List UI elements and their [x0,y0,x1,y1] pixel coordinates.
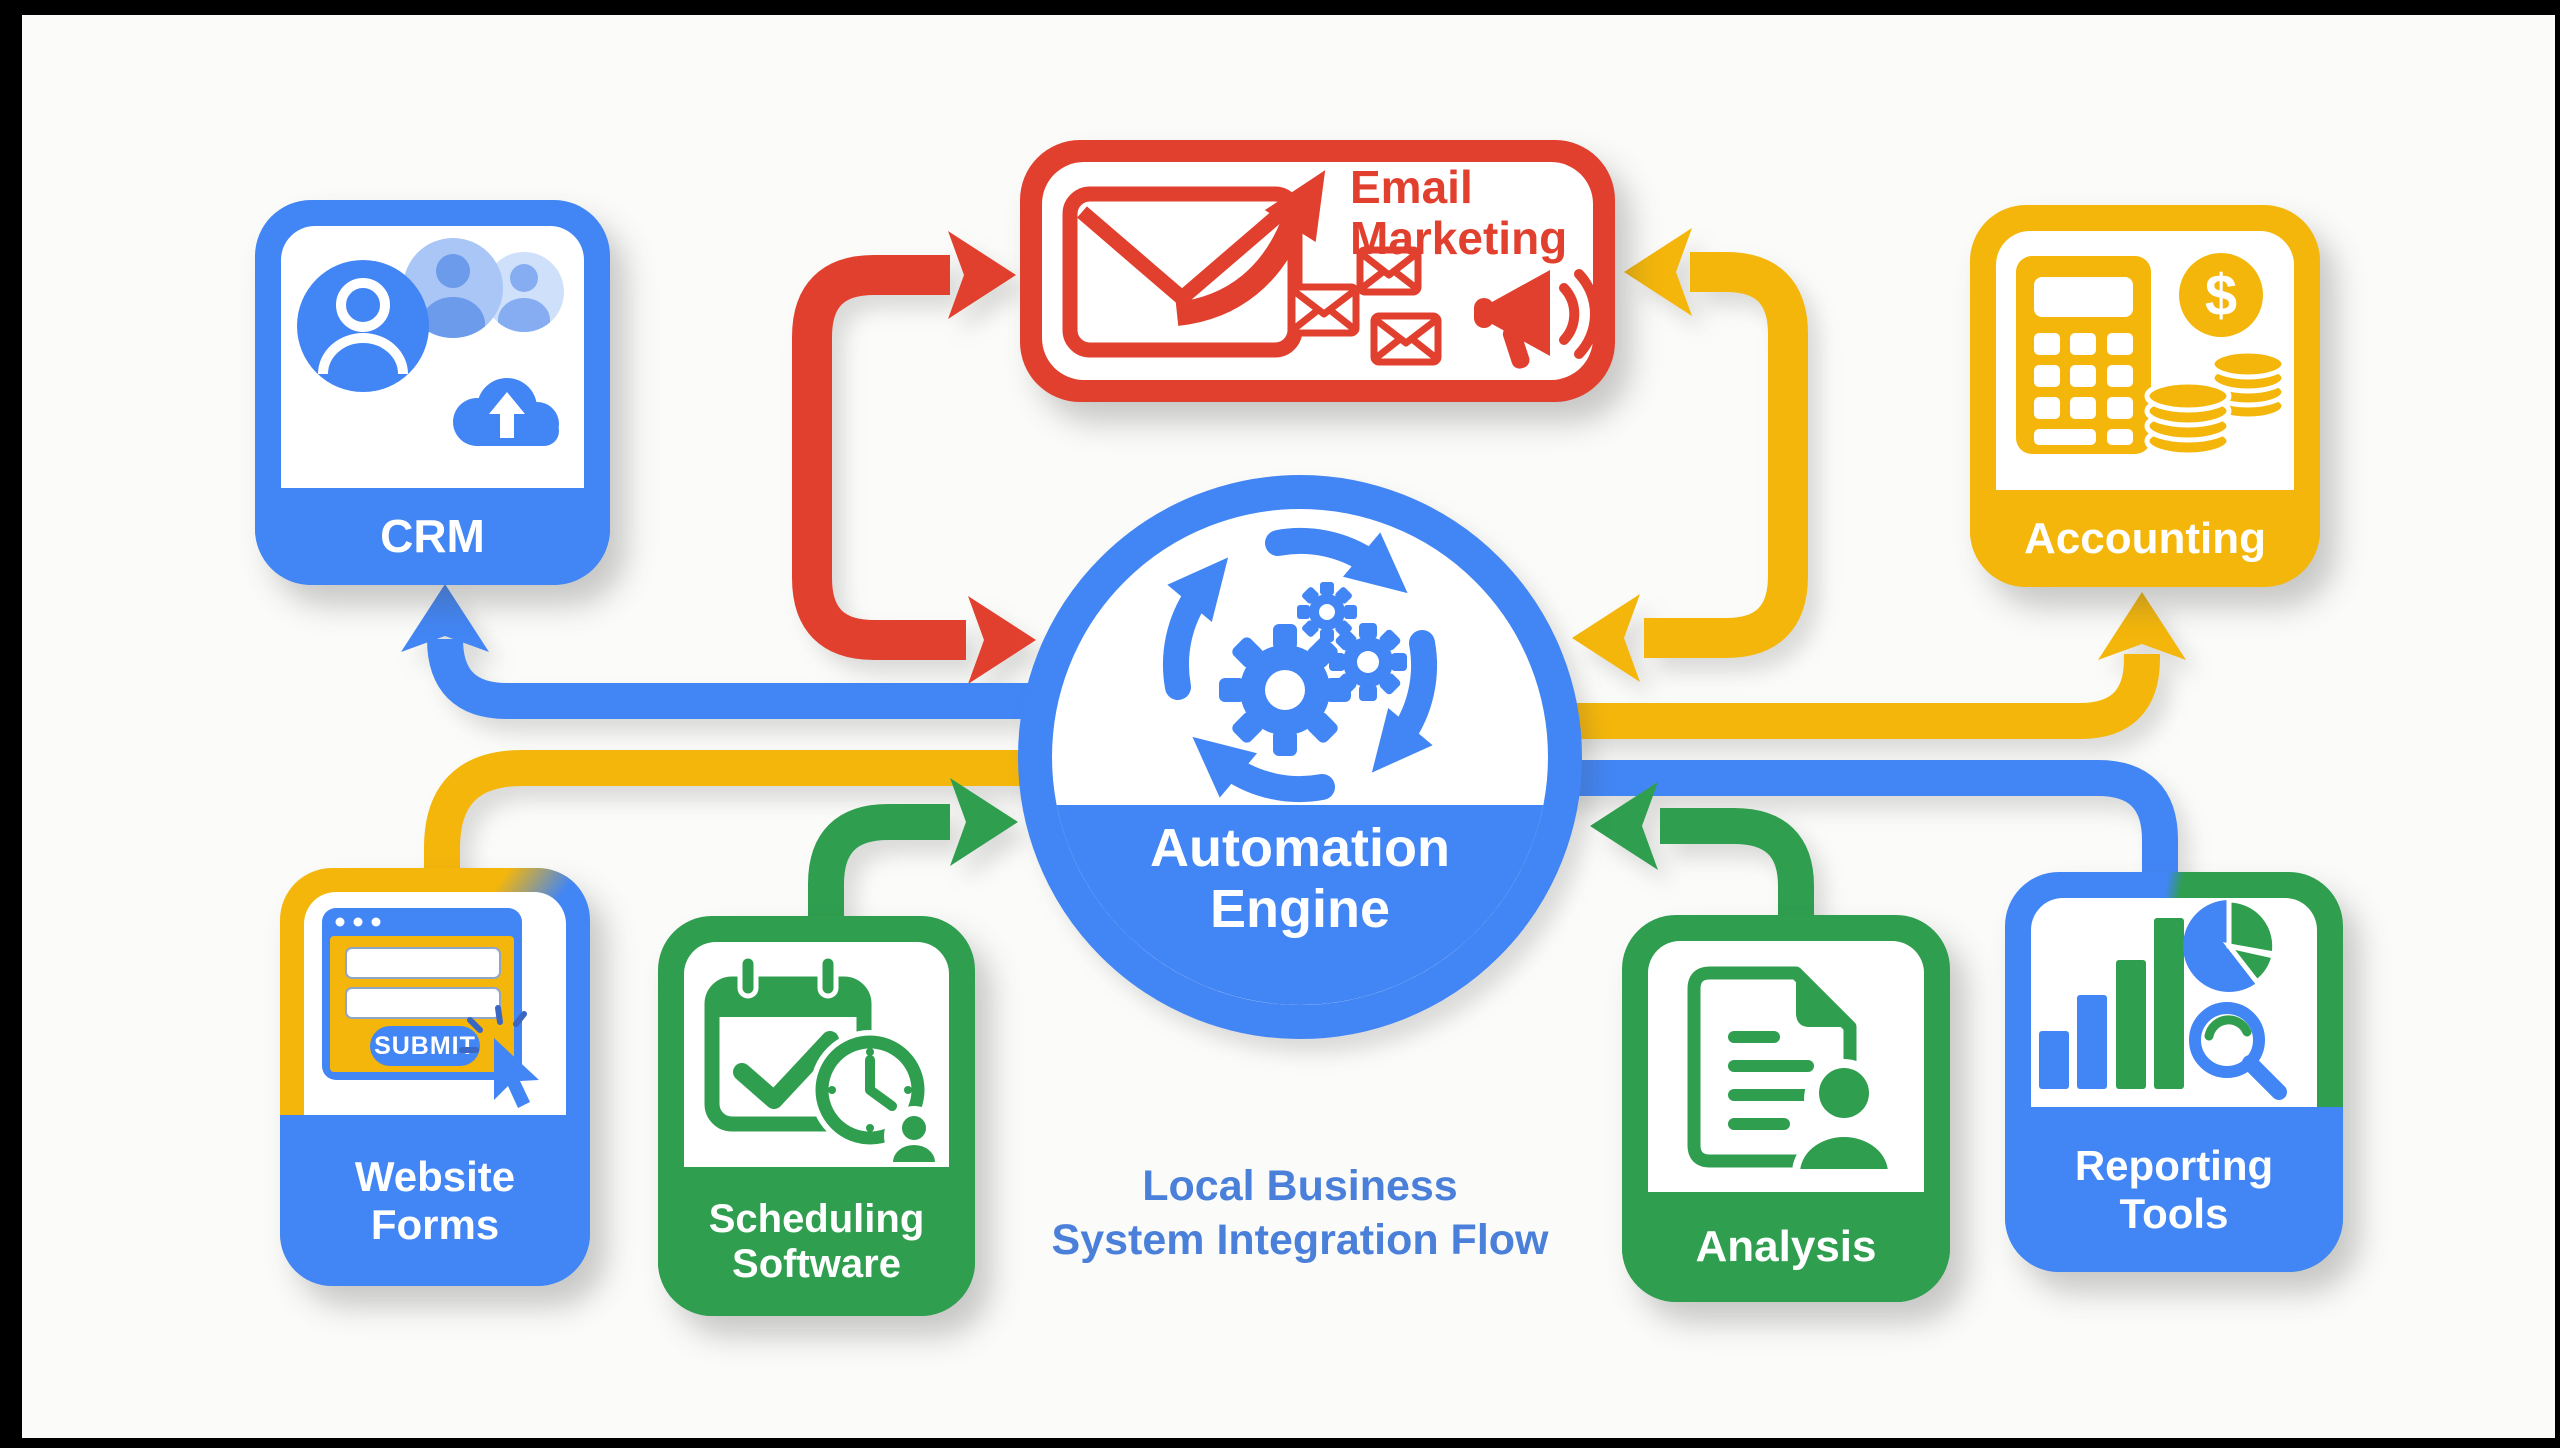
person-icon [1791,1059,1897,1177]
connector-engine-accounting [1548,592,2186,739]
small-envelopes-icon [1288,246,1442,366]
node-accounting: $ Accounting [1970,205,2320,587]
bar-chart-icon [2039,918,2184,1089]
node-email-marketing: Email Marketing [1020,140,1615,402]
accounting-icon-panel: $ [1996,231,2294,490]
crm-label-band: CRM [255,488,610,585]
cloud-upload-icon [453,378,559,446]
contact-back-small [484,252,564,332]
automation-engine-node [1018,475,1582,1039]
arrowhead-into-crm [401,584,489,652]
submit-button: SUBMIT [370,1026,480,1066]
calendar-check-clock-icon [704,953,944,1166]
node-scheduling-software: Scheduling Software [658,916,975,1316]
node-website-forms: SUBMIT Website Forms [280,868,590,1286]
accounting-label-band: Accounting [1970,490,2320,587]
scheduling-icon-panel [684,942,949,1167]
form-input-row [345,947,501,979]
analysis-icon-panel [1648,941,1924,1192]
envelope-icon [1062,186,1303,358]
node-crm: CRM [255,200,610,585]
arrowhead-into-email-left [948,231,1016,319]
connector-engine-reporting [1548,760,2178,888]
website-forms-label-band: Website Forms [280,1115,590,1286]
node-reporting-tools: Reporting Tools [2005,872,2343,1272]
accounting-label: Accounting [2024,513,2266,563]
forms-icon-panel: SUBMIT [304,892,566,1115]
pie-chart-icon [2183,898,2278,992]
contacts-cloud-upload-icon [297,238,564,446]
contact-back-medium [403,238,503,338]
letterbox-bar-right [2555,0,2560,1448]
crm-icon-panel [281,226,584,488]
crm-label: CRM [380,509,485,562]
diagram-title: Local Business System Integration Flow [1051,1162,1549,1264]
svg-text:$: $ [2205,263,2237,328]
analysis-label: Analysis [1695,1222,1877,1272]
calculator-icon [2016,256,2151,454]
analysis-label-band: Analysis [1622,1192,1950,1302]
arrowhead-into-engine-right-green [1590,782,1658,870]
browser-window-icon: SUBMIT [322,908,522,1080]
coin-stacks-icon [2144,348,2287,458]
arrowhead-into-engine-right-yellow [1572,594,1640,682]
dollar-circle-icon: $ [2179,253,2263,337]
connector-email-engine-yellow [1572,228,1808,682]
automation-engine-label: Automation Engine [1150,818,1450,940]
connector-forms-engine [424,750,1048,876]
send-arrow-icon [1175,170,1326,326]
cycle-arrowheads [1167,532,1433,798]
megaphone-icon [1474,269,1593,369]
connector-scheduling-engine [808,778,1018,922]
arrowhead-into-email-right [1624,228,1692,316]
gears-icon [1219,582,1407,756]
engine-label-chord [1056,805,1544,1005]
connector-email-engine-red [792,231,1036,684]
email-marketing-label: Email Marketing [1350,161,1568,264]
calculator-coins-icon: $ [2016,253,2287,458]
connector-engine-crm [401,584,1060,719]
letterbox-bar-left [0,0,22,1448]
letterbox-bar-top [0,0,2560,15]
envelope-send-megaphone-icon [1062,170,1593,369]
calendar-icon [704,953,872,1132]
checkmark-icon [733,1031,839,1109]
person-icon [884,1106,944,1166]
reporting-icon-panel [2031,898,2317,1107]
arrowhead-into-engine-left-red [968,596,1036,684]
connector-analysis-engine [1590,782,1814,922]
browser-form-cursor-icon: SUBMIT [322,908,539,1108]
bars-pie-magnifier-icon [2039,898,2287,1100]
letterbox-bar-bottom [0,1438,2560,1448]
scheduling-label-band: Scheduling Software [658,1167,975,1316]
click-cursor-icon [459,1005,539,1108]
reporting-tools-label-band: Reporting Tools [2005,1107,2343,1272]
document-person-icon [1687,966,1897,1177]
node-analysis: Analysis [1622,915,1950,1302]
contact-front [297,260,429,392]
email-icon-panel: Email Marketing [1042,162,1593,380]
arrowhead-into-accounting [2098,592,2186,660]
svg-text:SUBMIT: SUBMIT [374,1032,476,1060]
form-input-row [345,987,501,1019]
magnifier-icon [2189,1002,2287,1100]
arrowhead-into-engine-left-green [950,778,1018,866]
